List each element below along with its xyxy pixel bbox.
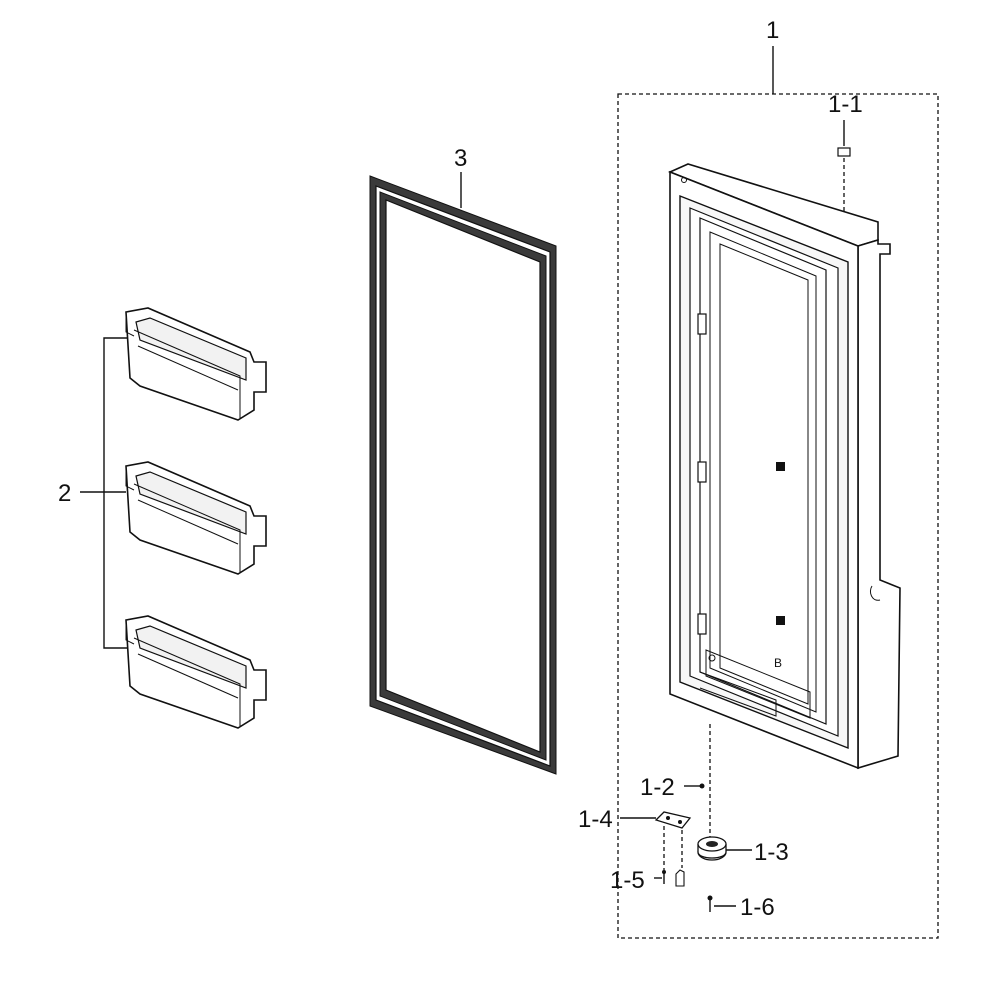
door-bin-bottom <box>125 615 267 729</box>
part-1-2-pin: 1-2 <box>640 774 705 801</box>
callout-1-3: 1-3 <box>754 839 789 866</box>
bins-bracket <box>103 337 128 649</box>
door-inner-mark: B <box>774 656 782 670</box>
callout-1: 1 <box>766 17 779 44</box>
callout-1-1: 1-1 <box>828 91 863 118</box>
door-assembly-group: 1 B <box>578 17 939 939</box>
assembly-boundary-box <box>617 93 939 939</box>
door-gasket: 3 <box>369 145 557 775</box>
door-body: B <box>667 163 901 770</box>
part-1-4-hinge-plate: 1-4 <box>578 806 692 870</box>
door-bin-top <box>125 307 267 421</box>
callout-1-4: 1-4 <box>578 806 613 833</box>
part-1-5-screws: 1-5 <box>610 867 685 894</box>
callout-1-2: 1-2 <box>640 774 675 801</box>
callout-2: 2 <box>58 480 71 507</box>
part-1-6-screw: 1-6 <box>707 894 775 921</box>
door-bin-middle <box>125 461 267 575</box>
callout-3: 3 <box>454 145 467 172</box>
callout-1-6: 1-6 <box>740 894 775 921</box>
part-1-3-hinge-cam: 1-3 <box>697 836 789 866</box>
callout-1-5: 1-5 <box>610 867 645 894</box>
door-bins-group: 2 <box>58 307 267 729</box>
part-1-1-cap: 1-1 <box>828 91 863 214</box>
